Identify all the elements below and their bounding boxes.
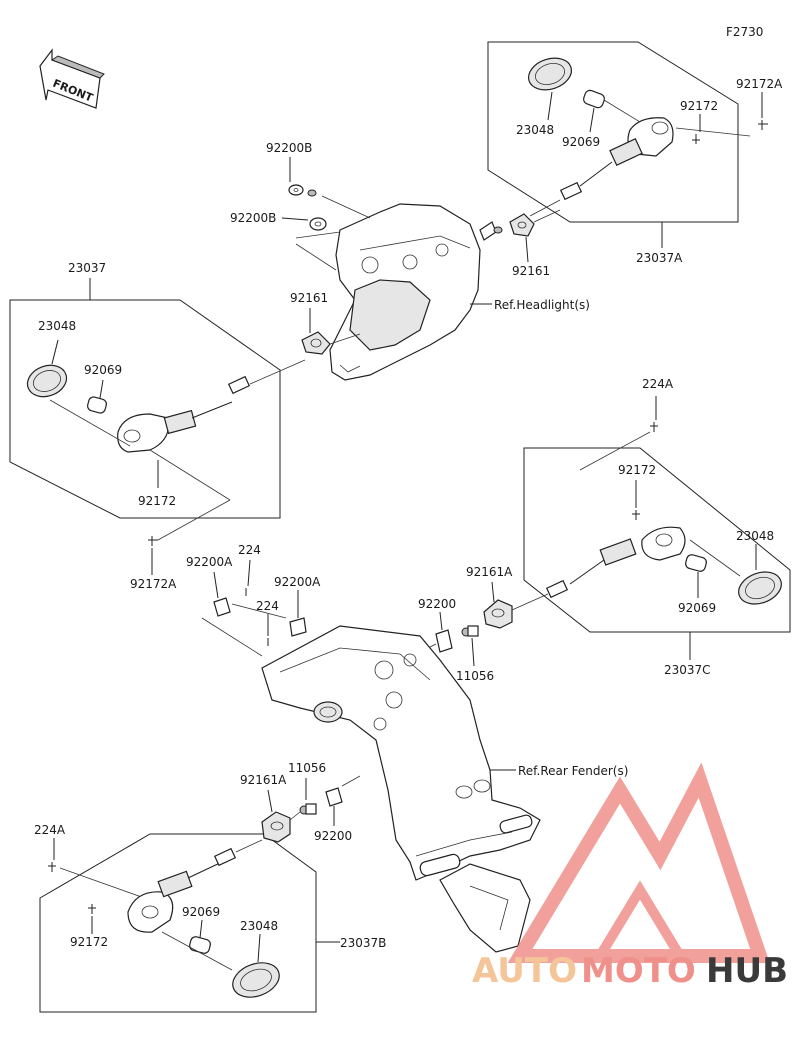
screw-92172-bl xyxy=(88,904,96,914)
watermark-text-2: MOTO xyxy=(581,951,696,991)
label-11056-m: 11056 xyxy=(456,669,494,683)
housing-left-front xyxy=(117,413,170,453)
watermark-text-1: AUTO xyxy=(472,951,577,991)
label-92161-left: 92161 xyxy=(290,291,328,305)
plate-92200-m xyxy=(435,629,453,653)
grommet-92200b-2 xyxy=(309,217,327,231)
label-23048-bl: 23048 xyxy=(240,919,278,933)
label-92172-left: 92172 xyxy=(138,494,176,508)
rear-fender-bracket xyxy=(261,625,541,953)
label-224a-bl: 224A xyxy=(34,823,66,837)
group-frame-23037b xyxy=(39,833,317,1013)
clip-92200a-2 xyxy=(289,617,307,637)
label-92069-tr: 92069 xyxy=(562,135,600,149)
grommet-92161-right xyxy=(493,213,535,237)
watermark-text-3: HUB xyxy=(706,951,788,991)
label-224a-r: 224A xyxy=(642,377,674,391)
watermark-logo-icon xyxy=(507,762,770,963)
label-23037a: 23037A xyxy=(636,251,683,265)
right-rear-signal-assembly xyxy=(523,396,791,660)
lens-23048-tr xyxy=(527,57,573,91)
label-92172-tr: 92172 xyxy=(680,99,718,113)
group-frame-23037c xyxy=(523,447,791,633)
grommet-92200b-1 xyxy=(288,184,317,197)
label-11056-bl: 11056 xyxy=(288,761,326,775)
label-224-2: 224 xyxy=(256,599,279,613)
label-23037c: 23037C xyxy=(664,663,711,677)
screw-92172a-tr xyxy=(758,120,768,130)
left-rear-signal-assembly xyxy=(39,833,340,1013)
label-92200b-1: 92200B xyxy=(266,141,312,155)
label-92172a-tr: 92172A xyxy=(736,77,783,91)
label-92200a-1: 92200A xyxy=(186,555,233,569)
connector-left-front xyxy=(227,375,251,395)
lens-23048-bl xyxy=(232,962,280,998)
grommet-92161a-mr xyxy=(483,599,513,629)
screw-224a-r xyxy=(650,422,658,432)
connector-left-rear xyxy=(213,847,237,867)
label-23048-mr: 23048 xyxy=(736,529,774,543)
label-92069-mr: 92069 xyxy=(678,601,716,615)
label-92172-bl: 92172 xyxy=(70,935,108,949)
figure-code: F2730 xyxy=(726,25,763,39)
group-frame-23037 xyxy=(9,299,281,519)
label-92069-bl: 92069 xyxy=(182,905,220,919)
group-frame-23037a xyxy=(487,41,739,223)
headlight-bracket xyxy=(329,203,497,381)
label-23048-left: 23048 xyxy=(38,319,76,333)
label-92200-bl: 92200 xyxy=(314,829,352,843)
bulb-92069 xyxy=(87,396,107,414)
lens-23048-mr xyxy=(738,571,782,605)
label-92172a-left: 92172A xyxy=(130,577,177,591)
left-front-signal-assembly xyxy=(9,278,306,546)
label-23048-tr: 23048 xyxy=(516,123,554,137)
connector-right-rear xyxy=(545,579,569,599)
label-92069-left: 92069 xyxy=(84,363,122,377)
ref-headlight: Ref.Headlight(s) xyxy=(494,298,590,312)
screw-92172-mr xyxy=(632,510,640,520)
clip-92200a-1 xyxy=(213,597,231,617)
screw-92172a-left xyxy=(148,536,158,546)
screw-224a-bl xyxy=(48,862,56,872)
housing-left-rear xyxy=(127,891,174,933)
lens-23048 xyxy=(26,364,68,398)
label-92200a-2: 92200A xyxy=(274,575,321,589)
screw-92172-tr xyxy=(692,134,700,144)
grommet-92161a-bl xyxy=(261,811,291,843)
plate-92200-bl xyxy=(325,787,343,807)
bulb-92069-mr xyxy=(685,554,707,572)
grommet-92161-left xyxy=(301,331,331,355)
label-92161-right: 92161 xyxy=(512,264,550,278)
nut-11056-m xyxy=(461,625,479,637)
front-arrow-icon: FRONT xyxy=(39,48,105,109)
ref-rear-fender: Ref.Rear Fender(s) xyxy=(518,764,628,778)
label-92172-mr: 92172 xyxy=(618,463,656,477)
bulb-92069-bl xyxy=(189,936,211,954)
label-92161a-bl: 92161A xyxy=(240,773,287,787)
label-92161a-mr: 92161A xyxy=(466,565,513,579)
housing-right-rear xyxy=(641,526,686,561)
bulb-92069-tr xyxy=(583,89,605,109)
right-front-signal-assembly xyxy=(487,41,768,248)
label-23037: 23037 xyxy=(68,261,106,275)
connector-right-front xyxy=(559,181,583,201)
label-92200b-2: 92200B xyxy=(230,211,276,225)
label-224-1: 224 xyxy=(238,543,261,557)
nut-11056-bl xyxy=(299,803,317,815)
label-23037b: 23037B xyxy=(340,936,386,950)
label-92200-m: 92200 xyxy=(418,597,456,611)
